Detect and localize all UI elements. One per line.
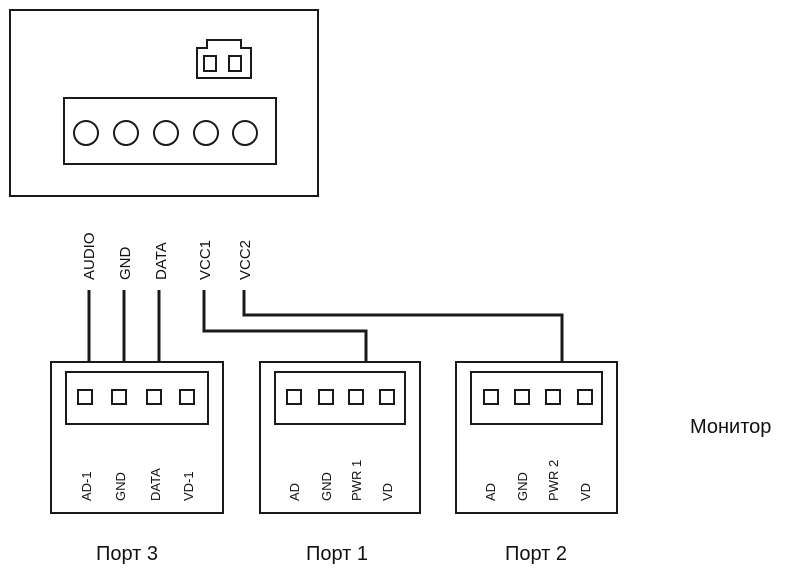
- port-2-pin: [545, 389, 561, 405]
- two-pin-connector-body: [196, 39, 252, 79]
- terminal-pin: [193, 120, 219, 146]
- port-3-pin: [179, 389, 195, 405]
- port-1-pin: [286, 389, 302, 405]
- port-1-pin: [348, 389, 364, 405]
- wire-label-vcc1: VCC1: [197, 240, 214, 280]
- main-unit: [9, 9, 319, 197]
- wire-label-audio: AUDIO: [81, 232, 98, 280]
- port-2-pin-label-pwr: PWR 2: [546, 460, 561, 501]
- terminal-pin: [113, 120, 139, 146]
- port-1-pin-label-pwr: PWR 1: [349, 460, 364, 501]
- monitor-label: Монитор: [690, 416, 772, 438]
- wire-label-gnd: GND: [117, 247, 134, 281]
- port-2-caption: Порт 2: [505, 543, 568, 565]
- port-2-pin: [577, 389, 593, 405]
- port-3-pin: [77, 389, 93, 405]
- port-3-pin: [146, 389, 162, 405]
- two-pin-connector-pin: [228, 55, 242, 72]
- port-1-pin-label-vd: VD: [380, 483, 395, 501]
- port-2-pin: [514, 389, 530, 405]
- port-2-pin-label-vd: VD: [578, 483, 593, 501]
- port-3-pin-label-gnd: GND: [113, 472, 128, 501]
- terminal-pin: [153, 120, 179, 146]
- port-1-pin-label-gnd: GND: [319, 472, 334, 501]
- wire-label-vcc2: VCC2: [237, 240, 254, 280]
- port-3-pin-label-data: DATA: [148, 468, 163, 501]
- port-2-pin-label-gnd: GND: [515, 472, 530, 501]
- terminal-pin: [73, 120, 99, 146]
- port-1-pin: [379, 389, 395, 405]
- wire-vcc2: [242, 290, 564, 362]
- port-2-connector: AD GND PWR 2 VD: [455, 361, 618, 514]
- port-2-pin-label-ad: AD: [483, 483, 498, 501]
- port-1-caption: Порт 1: [306, 543, 369, 565]
- wire-label-data: DATA: [153, 242, 170, 280]
- terminal-pin: [232, 120, 258, 146]
- port-1-pin: [318, 389, 334, 405]
- five-pin-terminal: [63, 97, 277, 165]
- port-1-pin-label-ad: AD: [287, 483, 302, 501]
- two-pin-connector-pin: [203, 55, 217, 72]
- port-3-pin: [111, 389, 127, 405]
- port-3-connector: AD-1 GND DATA VD-1: [50, 361, 224, 514]
- port-3-caption: Порт 3: [96, 543, 159, 565]
- port-2-pin: [483, 389, 499, 405]
- port-3-pin-label-vd: VD-1: [181, 471, 196, 501]
- wire-vcc1: [202, 290, 368, 362]
- wires: [87, 290, 564, 362]
- port-3-pin-label-ad: AD-1: [79, 471, 94, 501]
- port-1-connector: AD GND PWR 1 VD: [259, 361, 421, 514]
- two-pin-connector: [196, 39, 252, 79]
